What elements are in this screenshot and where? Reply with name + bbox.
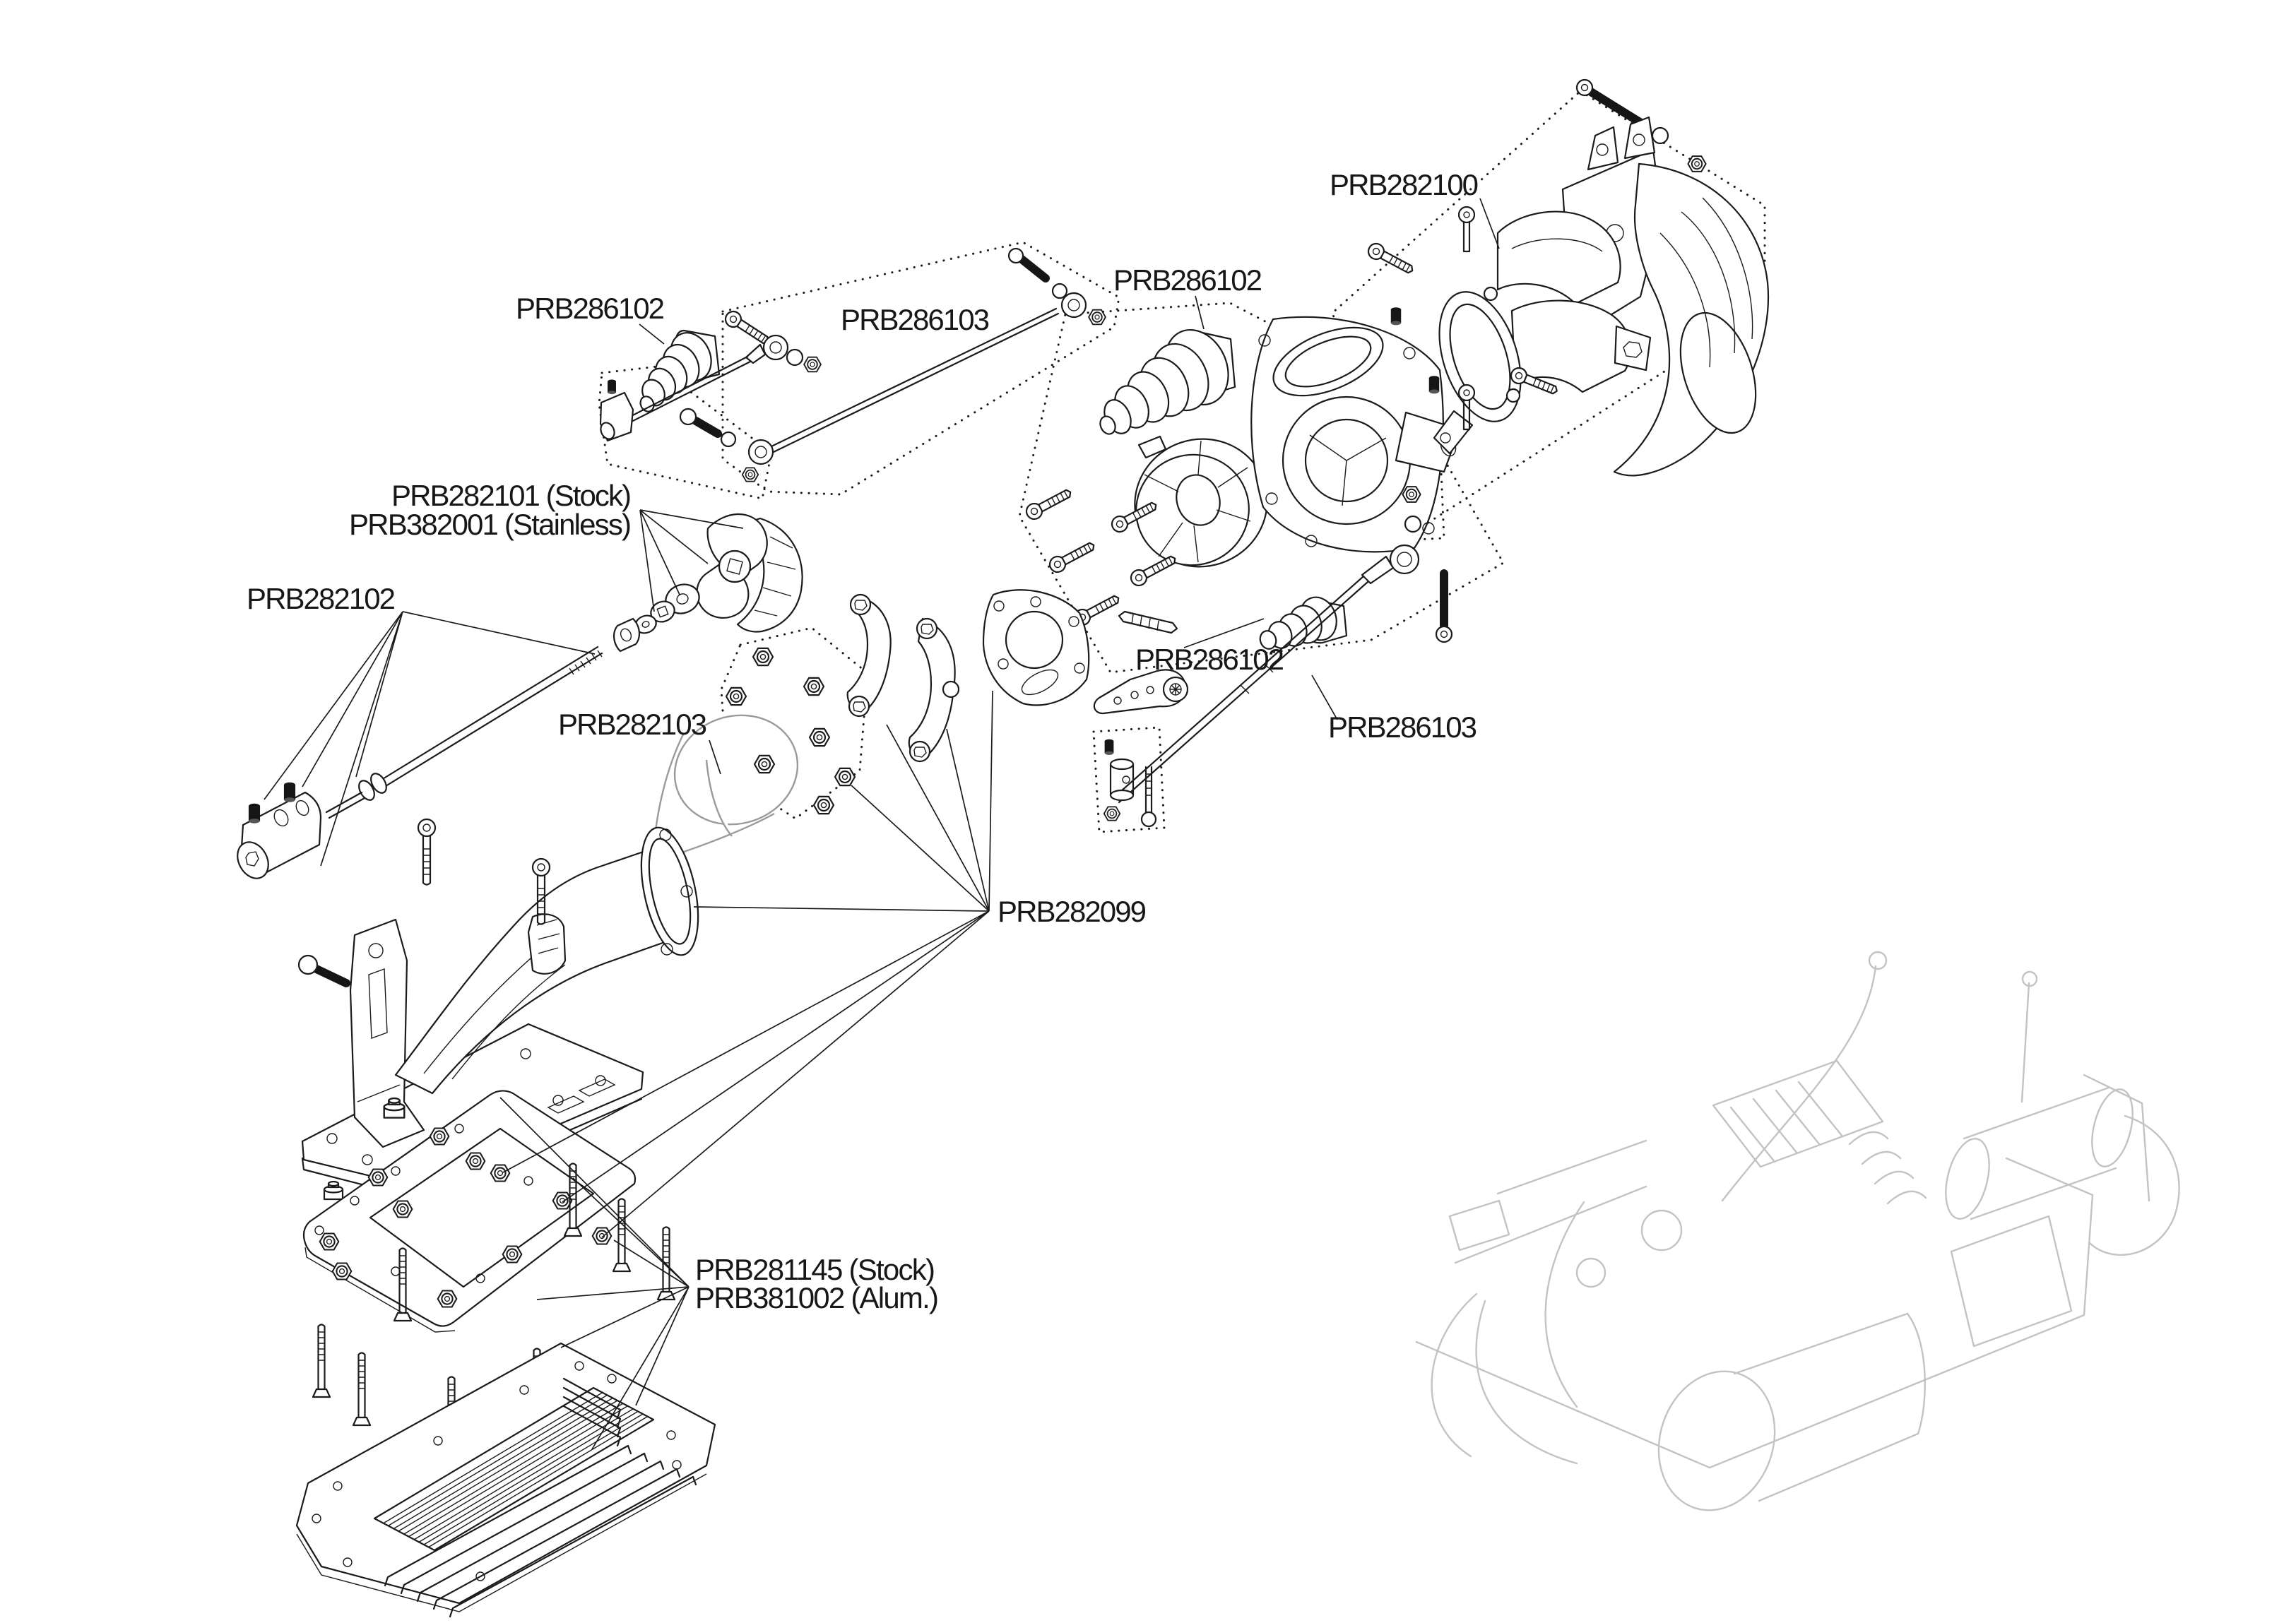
exit-nozzle-horn (1613, 162, 1770, 477)
linkage-region-outline (721, 241, 1120, 496)
pump-mount-screws (1023, 484, 1180, 634)
ball-joint (720, 431, 737, 448)
pump-nut-icon (323, 1180, 344, 1201)
screw-head (679, 408, 697, 426)
leader-lines (264, 198, 1500, 1450)
assembled-drive-ghost (1415, 951, 2180, 1511)
motor-mount-plate (1134, 435, 1268, 568)
bellows-upper-left (639, 329, 721, 412)
nozzle-assembly-group (1365, 78, 1770, 477)
bellows-center (1099, 328, 1236, 435)
pump-riser-duct (394, 826, 699, 1095)
ball-joint (1404, 515, 1422, 533)
shaft-washers (613, 583, 700, 653)
nut-cluster-outline (720, 626, 869, 820)
label-intake-cone: PRB282103 (558, 708, 707, 741)
clevis-rod-long (741, 247, 1106, 482)
ball-joint (1651, 126, 1669, 145)
label-pump-group: PRB282099 (998, 895, 1147, 928)
grate-bars-loose (384, 1444, 697, 1618)
pump-housing-group (725, 316, 1461, 815)
set-screw-icon (1428, 376, 1440, 394)
label-nozzle-group: PRB282100 (1330, 168, 1479, 201)
nozzle-region-outline (1331, 90, 1766, 537)
clevis-rod-short (617, 334, 822, 428)
label-impeller-stock: PRB282101 (Stock) (391, 479, 632, 512)
drive-coupler-group (237, 782, 322, 879)
nozzle-nut-icon (1687, 155, 1707, 172)
gasket (982, 589, 1090, 706)
set-screw-icon (1390, 307, 1402, 326)
label-ride-plate-alum: PRB381002 (Alum.) (695, 1281, 939, 1314)
label-ride-plate-stock: PRB281145 (Stock) (695, 1253, 935, 1286)
pump-stanchion (349, 918, 425, 1148)
pump-housing-casting (1250, 316, 1461, 553)
drive-shaft-group (237, 646, 603, 879)
pump-hardware-region-outline (1018, 302, 1505, 674)
nozzle-screw-dark-icon (1587, 88, 1647, 129)
label-shaft-group: PRB282102 (247, 582, 396, 615)
part-labels: PRB282100 PRB286102 PRB286103 PRB286102 … (247, 168, 1479, 1314)
pump-screw-icon (417, 818, 437, 886)
steering-rod-group (1093, 486, 1453, 828)
intake-cone (653, 714, 799, 857)
intake-grate-plate (295, 1342, 716, 1612)
label-impeller-stainless: PRB382001 (Stainless) (349, 508, 632, 541)
label-bellows-right: PRB286102 (1135, 643, 1284, 676)
servo-coupler-hardware (1103, 739, 1157, 828)
servo-coupler-region-outline (1092, 726, 1166, 833)
coupler-small (599, 379, 634, 442)
pump-screw-dark-icon (312, 965, 350, 987)
grate-angle-bars (562, 1377, 622, 1447)
linkage-screw-dark-icon (692, 417, 722, 438)
screw-head (297, 954, 319, 975)
nozzle-screw-icon (1365, 240, 1417, 279)
label-steering-rod: PRB286103 (1328, 711, 1477, 744)
impeller-group (613, 513, 803, 653)
label-pushrod-upper: PRB286103 (841, 303, 990, 336)
clamp-brackets (846, 593, 960, 763)
jet-pump-unit (297, 818, 699, 1201)
label-bellows-upper-left: PRB286102 (516, 292, 665, 325)
steering-linkage-group (599, 247, 1106, 482)
label-bellows-center: PRB286102 (1113, 263, 1262, 297)
nozzle-pin-icon (1457, 206, 1476, 253)
rod-nut-icon (1402, 486, 1421, 503)
nozzle-housing-halves (1496, 210, 1652, 393)
steering-rod (1113, 544, 1420, 804)
steering-servo-arm (1093, 669, 1189, 715)
